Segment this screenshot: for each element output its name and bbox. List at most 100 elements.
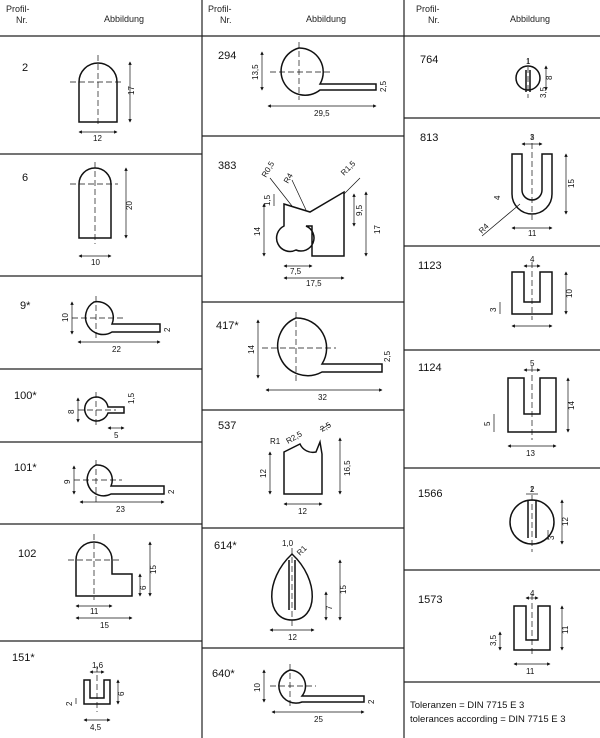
dim-label: 3,5 [489, 634, 498, 646]
dim-label: 2 [65, 701, 74, 706]
profile-614-drawing [269, 548, 342, 632]
dim-label: 12 [93, 134, 102, 143]
dim-label: R4 [477, 221, 491, 235]
dim-label: 10 [91, 258, 100, 267]
dim-label: 7 [325, 605, 334, 610]
dim-label: 3 [547, 535, 556, 540]
dim-label: 2 [367, 699, 376, 704]
dim-label: R2,5 [285, 429, 305, 446]
profile-number: 764 [420, 54, 439, 66]
dim-label: 13 [526, 449, 535, 458]
profile-number: 614* [214, 540, 237, 552]
dim-label: 2 [163, 327, 172, 332]
header-nr-label: Nr. [220, 15, 232, 25]
dim-label: 3,5 [539, 86, 548, 98]
header-abbildung-label: Abbildung [306, 14, 347, 24]
dim-label: 12 [561, 517, 570, 526]
profile-9-drawing [70, 296, 161, 344]
dim-label: 10 [565, 289, 574, 298]
profile-number: 1124 [418, 362, 442, 374]
dim-label: 13,5 [251, 64, 260, 80]
dim-label: 11 [526, 667, 535, 676]
dim-label: R1,5 [339, 159, 358, 178]
dim-label: 7,5 [290, 267, 302, 276]
profile-2-drawing [70, 55, 132, 134]
dim-label: 17,5 [306, 279, 322, 288]
dim-label: 2,5 [379, 80, 388, 92]
dim-label: 2,5 [383, 350, 392, 362]
dim-label: 4 [493, 195, 502, 200]
profile-640-drawing [262, 664, 365, 714]
profile-number: 100* [14, 390, 37, 402]
dim-label: 20 [125, 201, 134, 210]
profile-number: 1573 [418, 594, 443, 606]
profile-number: 151* [12, 652, 35, 664]
dim-label: 5 [114, 431, 119, 440]
profile-number: 537 [218, 420, 237, 432]
profile-383-drawing [262, 177, 368, 280]
profile-6-drawing [70, 162, 128, 258]
dim-label: 2 [530, 485, 535, 494]
dim-label: 25 [314, 715, 323, 724]
dim-label: 23 [116, 505, 125, 514]
profile-764-drawing [515, 58, 548, 98]
dim-label: 15 [100, 621, 109, 630]
header-nr-label: Nr. [16, 15, 28, 25]
dim-label: 15 [149, 565, 158, 574]
dim-label: 1,6 [92, 661, 104, 670]
dim-label: 4 [530, 255, 535, 264]
dim-label: 6 [117, 691, 126, 696]
dim-label: 17 [373, 225, 382, 234]
profile-417-drawing [256, 312, 383, 392]
profile-1573-drawing [498, 594, 564, 666]
dim-label: 15 [567, 179, 576, 188]
profile-number: 9* [20, 300, 31, 312]
dim-label: 14 [567, 401, 576, 410]
dim-label: 11 [561, 625, 570, 634]
profile-number: 2 [22, 62, 29, 74]
profile-1123-drawing [499, 262, 568, 328]
tolerance-note-de: Toleranzen = DIN 7715 E 3 [410, 700, 525, 711]
dim-label: 10 [61, 313, 70, 322]
profile-number: 813 [420, 132, 439, 144]
dim-label: 14 [253, 227, 262, 236]
profile-number: 383 [218, 160, 237, 172]
dim-label: R0,5 [260, 159, 277, 179]
profile-813-drawing [481, 134, 568, 237]
profile-101-drawing [72, 460, 165, 504]
dim-label: 15 [339, 585, 348, 594]
profile-number: 294 [218, 50, 237, 62]
profile-number: 640* [212, 668, 235, 680]
dim-label: 6 [139, 585, 148, 590]
profile-number: 6 [22, 172, 29, 184]
tolerance-note-en: tolerances according = DIN 7715 E 3 [410, 714, 566, 725]
dim-label: 29,5 [314, 109, 330, 118]
dim-label: 1,5 [263, 194, 272, 206]
profile-294-drawing [260, 42, 377, 108]
dim-label: 12 [288, 633, 297, 642]
dim-label: 1,5 [127, 392, 136, 404]
profile-number: 417* [216, 320, 239, 332]
dim-label: 5 [483, 421, 492, 426]
dim-label: 16,5 [343, 460, 352, 476]
header-nr-label: Nr. [428, 15, 440, 25]
dim-label: 11 [90, 607, 99, 616]
dim-label: 8 [545, 75, 554, 80]
dim-label: 4,5 [90, 723, 102, 732]
dim-label: 1,0 [282, 539, 294, 548]
dim-label: 2 [167, 489, 176, 494]
profile-1124-drawing [493, 366, 570, 448]
dim-label: R1 [270, 437, 281, 446]
profile-151-drawing [75, 666, 120, 722]
dim-label: 12 [298, 507, 307, 516]
dim-label: 9 [63, 479, 72, 484]
profile-1566-drawing [509, 486, 564, 552]
dim-label: 4 [530, 589, 535, 598]
profile-number: 1123 [418, 260, 442, 272]
profile-100-drawing [76, 392, 125, 430]
profile-number: 101* [14, 462, 37, 474]
dim-label: 3 [489, 307, 498, 312]
dim-label: 17 [127, 86, 136, 95]
